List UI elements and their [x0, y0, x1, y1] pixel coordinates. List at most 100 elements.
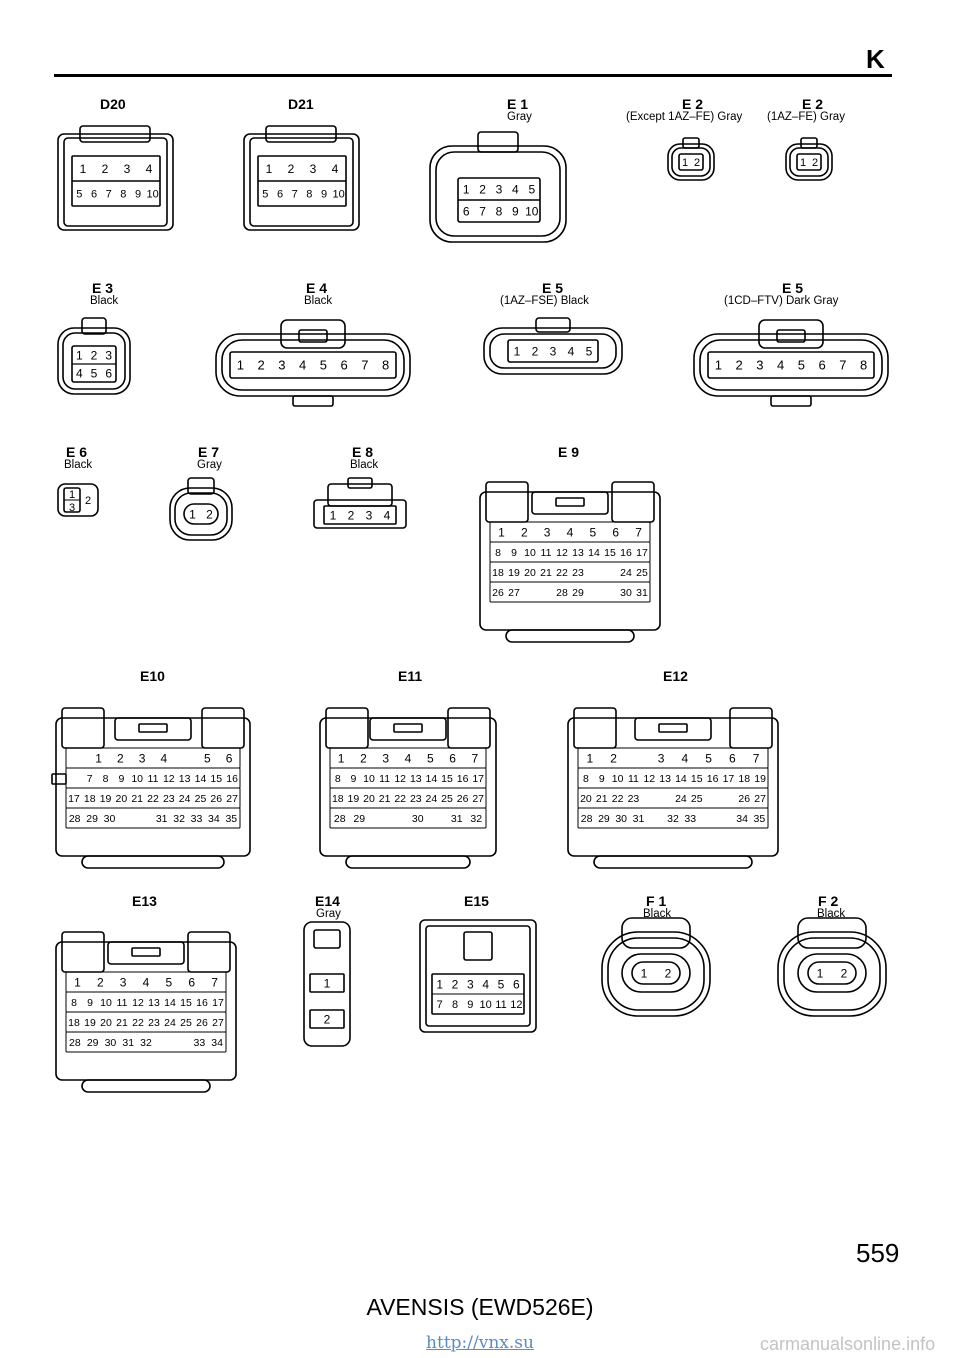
pin-label: 12: [556, 547, 568, 559]
pin-label: 14: [195, 773, 207, 785]
pin-label: 5: [427, 751, 434, 765]
pin-label: 31: [451, 813, 463, 825]
pin-label: 7: [106, 188, 112, 200]
pin-label: 15: [210, 773, 222, 785]
pin-label: 8: [335, 773, 341, 785]
pin-label: 32: [470, 813, 482, 825]
pin-label: 25: [441, 793, 453, 805]
connector-desc-e6: Black: [64, 459, 93, 471]
pin-label: 4: [161, 751, 168, 765]
pin-label: 34: [211, 1037, 223, 1049]
pin-label: 29: [87, 1037, 99, 1049]
pin-label: 11: [117, 997, 128, 1009]
pin-label: 4: [512, 182, 519, 196]
pin-label: 7: [635, 525, 642, 539]
pin-label: 29: [86, 813, 98, 825]
pin-label: 6: [188, 975, 195, 989]
pin-label: 12: [163, 773, 175, 785]
pin-label: 11: [628, 773, 639, 785]
pin-label: 1: [817, 966, 824, 980]
pin-label: 27: [226, 793, 238, 805]
pin-label: 6: [277, 188, 283, 200]
pin-label: 9: [599, 773, 605, 785]
pin-label: 2: [91, 348, 98, 362]
pin-label: 16: [226, 773, 238, 785]
pin-label: 1: [514, 344, 521, 358]
connector-code-e7: E 7: [198, 444, 220, 460]
pin-label: 2: [258, 358, 265, 373]
pin-label: 6: [341, 358, 348, 373]
pin-label: 4: [332, 162, 339, 176]
pin-label: 8: [306, 188, 312, 200]
pin-label: 10: [524, 547, 536, 559]
site-link[interactable]: http://vnx.su: [426, 1333, 534, 1353]
pin-label: 19: [100, 793, 112, 805]
pin-label: 2: [610, 751, 617, 765]
pin-label: 14: [164, 997, 176, 1009]
pin-label: 14: [426, 773, 438, 785]
pin-label: 23: [163, 793, 175, 805]
pin-label: 9: [135, 188, 141, 200]
pin-label: 7: [211, 975, 218, 989]
pin-label: 30: [620, 587, 632, 599]
pin-label: 15: [604, 547, 616, 559]
pin-label: 21: [116, 1017, 128, 1029]
pin-label: 10: [131, 773, 143, 785]
connector-code-e14: E14: [315, 893, 340, 909]
pin-label: 34: [736, 813, 748, 825]
pin-label: 29: [353, 813, 365, 825]
pin-label: 5: [320, 358, 327, 373]
pin-label: 16: [196, 997, 208, 1009]
pin-label: 27: [472, 793, 484, 805]
pin-label: 1: [189, 507, 196, 521]
section-letter: K: [866, 44, 885, 74]
pin-label: 32: [140, 1037, 152, 1049]
pin-label: 3: [139, 751, 146, 765]
pin-label: 18: [332, 793, 344, 805]
pin-label: 3: [467, 977, 474, 991]
pin-label: 34: [208, 813, 220, 825]
pin-label: 1: [74, 975, 81, 989]
pin-label: 12: [132, 997, 144, 1009]
pin-label: 30: [412, 813, 424, 825]
pin-label: 9: [467, 999, 473, 1011]
pin-label: 19: [508, 567, 520, 579]
pin-label: 17: [472, 773, 484, 785]
pin-label: 18: [492, 567, 504, 579]
pin-label: 27: [212, 1017, 224, 1029]
pin-label: 5: [166, 975, 173, 989]
pin-label: 5: [586, 344, 593, 358]
pin-label: 20: [100, 1017, 112, 1029]
pin-label: 17: [723, 773, 735, 785]
pin-label: 16: [707, 773, 719, 785]
pin-label: 6: [105, 366, 112, 380]
pin-label: 35: [754, 813, 766, 825]
pin-label: 11: [148, 773, 159, 785]
pin-label: 21: [131, 793, 143, 805]
pin-label: 18: [738, 773, 750, 785]
pin-label: 7: [753, 751, 760, 765]
pin-label: 30: [104, 813, 116, 825]
pin-label: 3: [496, 182, 503, 196]
pin-label: 14: [588, 547, 600, 559]
pin-label: 7: [479, 204, 486, 218]
pin-label: 23: [572, 567, 584, 579]
pin-label: 29: [598, 813, 610, 825]
pin-label: 6: [449, 751, 456, 765]
pin-label: 31: [122, 1037, 134, 1049]
pin-label: 19: [754, 773, 766, 785]
pin-label: 5: [204, 751, 211, 765]
pin-label: 4: [384, 508, 391, 522]
connector-desc-e14: Gray: [316, 908, 341, 920]
pin-label: 25: [691, 793, 703, 805]
pin-label: 9: [118, 773, 124, 785]
